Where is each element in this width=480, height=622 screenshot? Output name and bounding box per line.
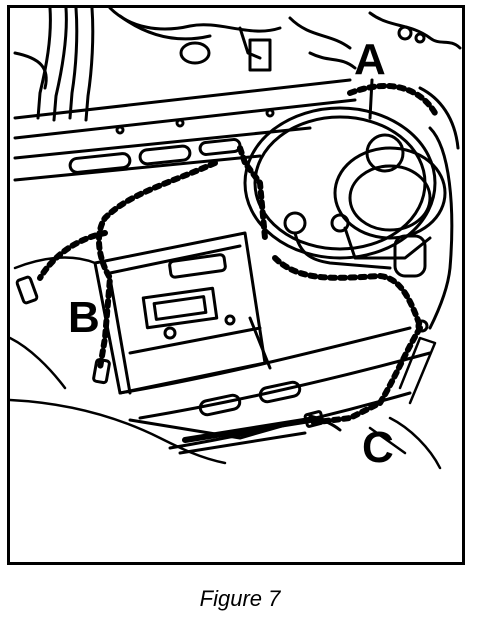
figure-frame: A B C [7, 5, 465, 565]
callout-c: C [362, 423, 394, 472]
lower-crossmember [118, 326, 432, 455]
callout-b: B [68, 293, 100, 342]
lower-panel [10, 256, 442, 470]
upper-crossmember [13, 78, 357, 182]
top-hoses [13, 8, 462, 122]
brake-booster [243, 86, 460, 330]
callout-a: A [354, 35, 386, 84]
harness-connectors [15, 275, 429, 428]
wiring-harness-routes [37, 83, 438, 426]
figure-caption: Figure 7 [199, 586, 281, 611]
callout-leader-lines [308, 78, 374, 432]
engine-bay-illustration [10, 8, 462, 470]
